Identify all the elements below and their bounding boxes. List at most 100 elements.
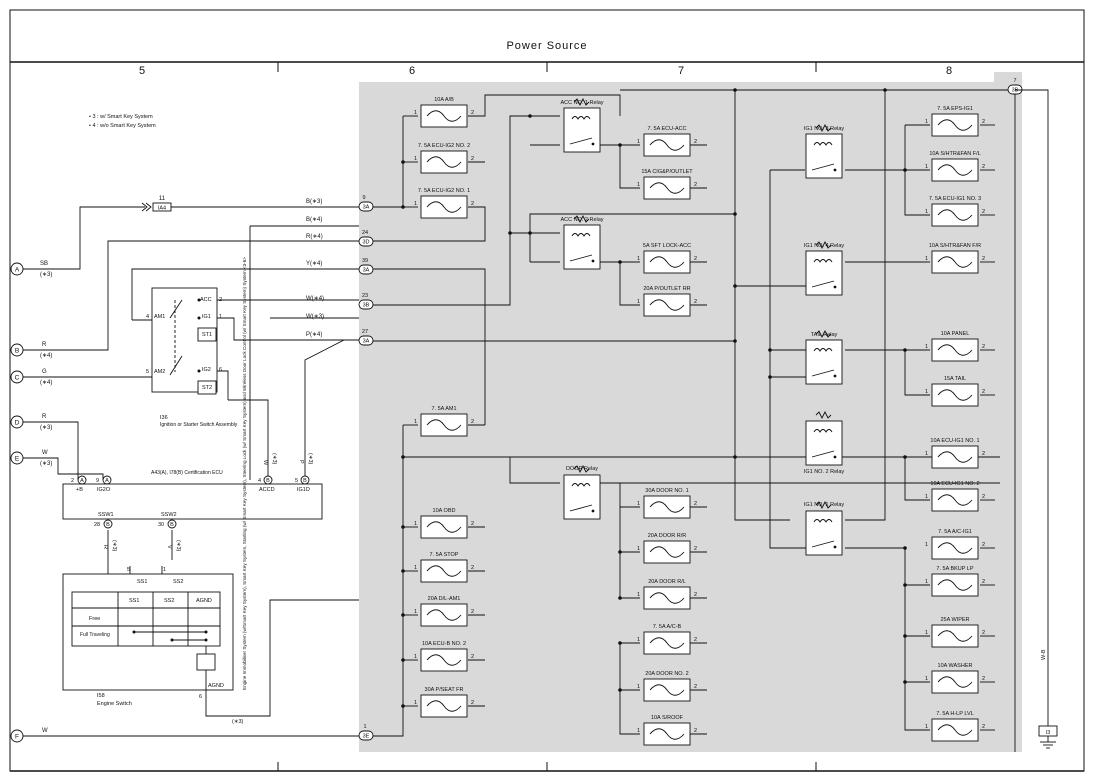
pin-label: IG1D (297, 487, 310, 493)
fuse-pin: 2 (694, 182, 697, 188)
fuse-label: 20A D/L-AM1 (428, 596, 461, 602)
pin-conn: B (106, 522, 110, 528)
component-name: Ignition or Starter Switch Assembly (160, 422, 238, 428)
wire-note: (∗4) (40, 353, 52, 359)
fuse-label: 7. 5A ECU-ACC (647, 126, 686, 132)
pin-label: +B (76, 487, 83, 493)
fuse-pin: 2 (694, 637, 697, 643)
fuse-label: 10A ECU-B NO. 2 (422, 641, 466, 647)
wire-note: (∗3) (307, 453, 313, 464)
fuse-pin: 1 (925, 542, 928, 548)
connector-code: 3E (363, 734, 370, 740)
relay-label: IG1 NO. 1 Relay (804, 502, 845, 508)
pin-number: 6 (219, 367, 222, 373)
table-header: SS2 (164, 598, 174, 604)
relay-label: ACC NO. 2 Relay (560, 217, 603, 223)
connector-3A-27: 3A 27 (358, 329, 374, 346)
column-number: 6 (409, 65, 415, 77)
fuse-label: 7. 5A ECU-IG2 NO. 1 (418, 188, 470, 194)
pin-label: IG1 (202, 314, 211, 320)
fuse-pin: 1 (637, 182, 640, 188)
relay: TAIL Relay (805, 329, 843, 385)
relay: ACC NO. 1 Relay (560, 97, 604, 153)
wire-label: Y(∗4) (306, 261, 322, 267)
pin-label: AGND (208, 683, 224, 689)
fuse-pin: 2 (982, 209, 985, 215)
wire-note: (∗4) (40, 380, 52, 386)
fuse-pin: 1 (925, 630, 928, 636)
relay-label: DOOR Relay (566, 466, 598, 472)
wire-color: G (42, 369, 47, 375)
fuse-pin: 2 (694, 501, 697, 507)
fuse-label: 5A SFT LOCK-ACC (643, 243, 691, 249)
fuse-pin: 1 (925, 256, 928, 262)
fuse-pin: 2 (694, 546, 697, 552)
fuse: 7. 5A BKUP LP 1 2 (925, 566, 985, 597)
relay-label: ACC NO. 1 Relay (560, 100, 603, 106)
connector-3E-1: 3E 1 (358, 724, 374, 741)
connector-pin: 9 (362, 195, 365, 201)
fuse-pin: 1 (637, 139, 640, 145)
inline-fuse-number: 11 (159, 196, 166, 202)
engine-switch: 5 1 SS1 SS2 6 AGND SS1 SS2 AGND Free Ful… (62, 257, 247, 725)
wire-label: W(∗4) (306, 296, 324, 302)
pin-number: 28 (94, 522, 100, 528)
fuse-label: 30A P/SEAT FR (425, 687, 464, 693)
fuse-pin: 1 (637, 256, 640, 262)
connector-pin: 1 (363, 724, 366, 730)
pin-number: 5 (146, 369, 149, 375)
fuse-pin: 2 (471, 110, 474, 116)
fuse-pin: 2 (471, 565, 474, 571)
fuse-pin: 2 (471, 201, 474, 207)
terminal-label: E (15, 456, 20, 463)
legend-note: • 3 : w/ Smart Key System (89, 114, 153, 120)
connector-code: 3A (363, 205, 370, 211)
fuse-pin: 2 (982, 389, 985, 395)
fuse-pin: 1 (925, 579, 928, 585)
pin-conn: A (80, 478, 84, 484)
wire-note: (∗3) (232, 719, 243, 725)
terminal-D: D R (∗3) (10, 414, 52, 431)
wire-color: R (42, 342, 47, 348)
fuse-pin: 2 (982, 579, 985, 585)
pin-label: ACC (200, 297, 212, 303)
fuse-pin: 1 (637, 299, 640, 305)
connector-pin: 24 (362, 230, 368, 236)
pin-number: 1 (219, 314, 222, 320)
connector-pin: 7 (1013, 78, 1016, 84)
fuse-label: 7. 5A H-LP LVL (936, 711, 973, 717)
pin-label: ST1 (202, 332, 212, 338)
terminal-label: F (15, 734, 19, 741)
pin-number: 4 (258, 478, 261, 484)
relay-label: TAIL Relay (811, 332, 838, 338)
wire-label: B(∗4) (306, 217, 322, 223)
wire-note: (∗3) (40, 272, 52, 278)
terminal-E: E W (∗3) (10, 450, 52, 467)
pin-label: ST2 (202, 385, 212, 391)
connector-pin: 39 (362, 258, 368, 264)
wire-color: SB (40, 261, 48, 267)
connector-3B-23: 3B 23 (358, 293, 374, 310)
pin-number: 30 (158, 522, 164, 528)
pin-number: 9 (96, 478, 99, 484)
terminal-A: A SB (∗3) (10, 261, 52, 278)
fuse-pin: 1 (414, 156, 417, 162)
fuse-label: 10A OBD (433, 508, 456, 514)
fuse-pin: 2 (471, 419, 474, 425)
fuse-label: 7. 5A BKUP LP (936, 566, 974, 572)
pin-label: SSW2 (161, 512, 177, 518)
relay: IG1 NO. 1 Relay (804, 500, 845, 556)
fuse-label: 7. 5A A/C-B (653, 624, 682, 630)
fuse-pin: 2 (982, 676, 985, 682)
pin-label: AM2 (154, 369, 165, 375)
connector-3A-9: 3A 9 (358, 195, 374, 212)
